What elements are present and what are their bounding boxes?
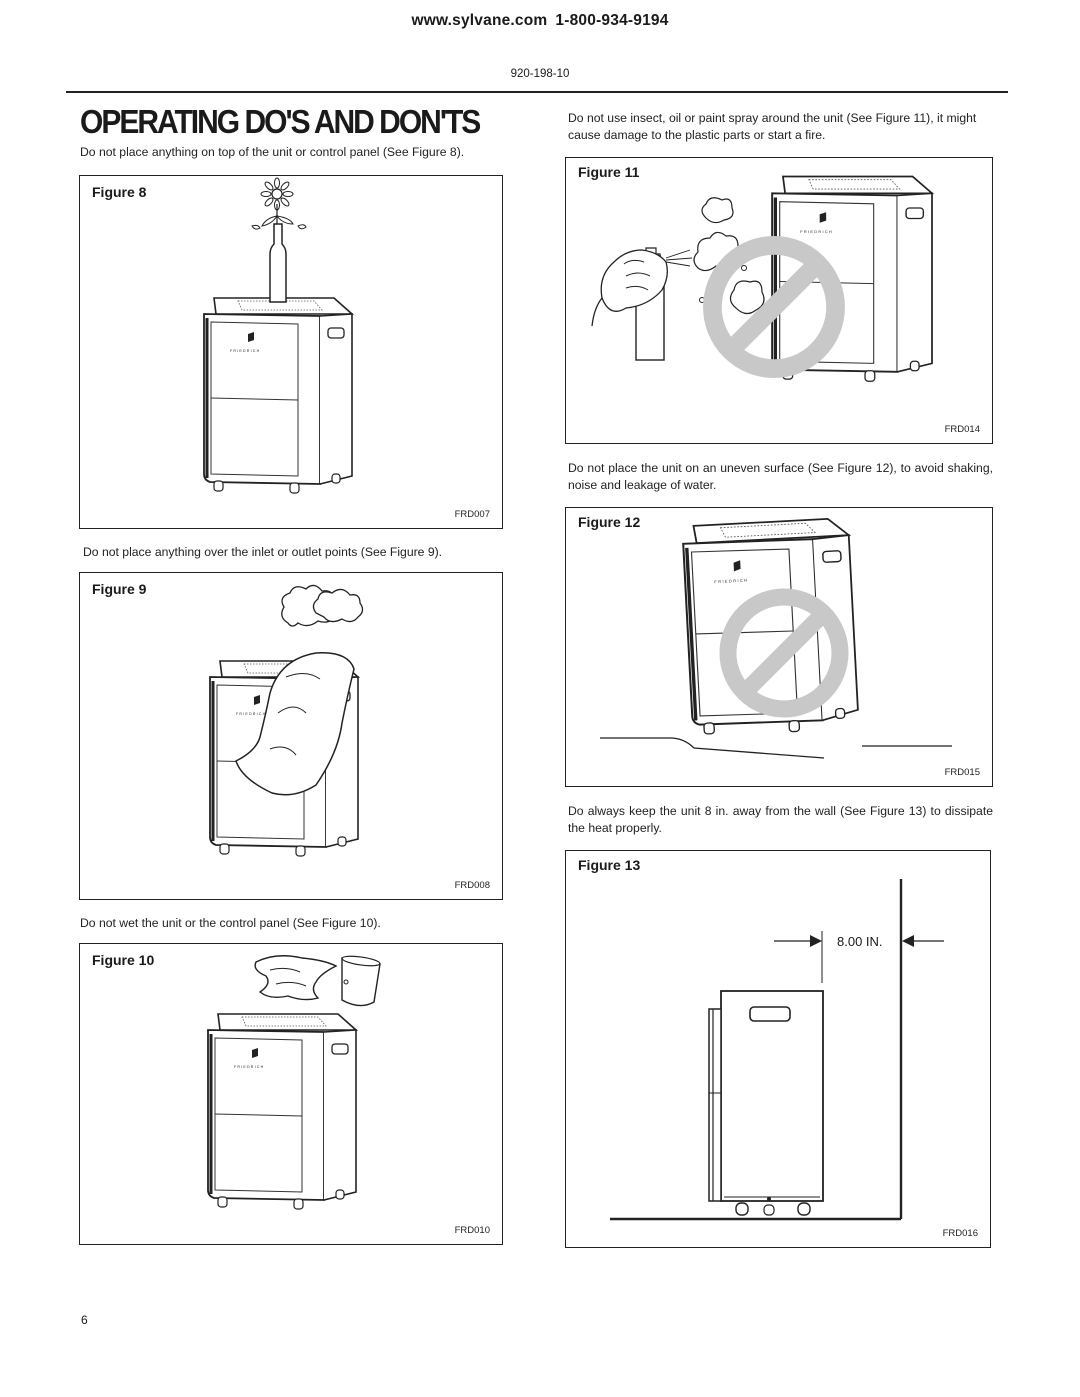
figure-9-code: FRD008 <box>454 880 490 891</box>
figure-11-code: FRD014 <box>944 424 980 435</box>
figure-10-code: FRD010 <box>454 1225 490 1236</box>
website-link[interactable]: www.sylvane.com <box>411 12 548 29</box>
figure-13-illustration <box>610 879 944 1221</box>
instruction-figure-9: Do not place anything over the inlet or … <box>83 545 443 559</box>
figure-13-box: Figure 13 8.00 IN. FRD016 <box>565 850 991 1248</box>
figure-10-label: Figure 10 <box>92 952 155 968</box>
figure-8-box: Figure 8 FRD007 <box>79 175 503 529</box>
figure-10-illustration <box>206 955 381 1211</box>
figure-9-box: Figure 9 FRD008 <box>79 572 503 900</box>
document-number: 920-198-10 <box>510 68 570 80</box>
figure-10-box: Figure 10 FRD010 <box>79 943 503 1245</box>
figure-13-label: Figure 13 <box>578 857 641 873</box>
figure-8-label: Figure 8 <box>92 184 147 200</box>
figure-8-illustration <box>202 177 354 495</box>
page-title: OPERATING DO'S AND DON'TS <box>80 104 481 141</box>
header-contact: www.sylvane.com 1-800-934-9194 <box>0 12 1080 30</box>
instruction-figure-10: Do not wet the unit or the control panel… <box>80 916 381 930</box>
clearance-dimension: 8.00 IN. <box>837 934 883 949</box>
figure-12-label: Figure 12 <box>578 514 641 530</box>
figure-11-illustration <box>591 174 934 383</box>
figure-11-box: Figure 11 FRD014 <box>565 157 993 444</box>
header-divider <box>66 91 1008 93</box>
figure-12-code: FRD015 <box>944 767 980 778</box>
figure-13-code: FRD016 <box>942 1228 978 1239</box>
figure-11-label: Figure 11 <box>578 164 640 180</box>
figure-9-illustration <box>208 584 364 858</box>
instruction-figure-13: Do always keep the unit 8 in. away from … <box>568 804 993 835</box>
figure-12-box: Figure 12 FRD015 <box>565 507 993 787</box>
figure-8-code: FRD007 <box>454 509 490 520</box>
instruction-figure-12: Do not place the unit on an uneven surfa… <box>568 461 993 492</box>
figure-12-illustration <box>600 516 952 759</box>
phone-number: 1-800-934-9194 <box>555 12 669 29</box>
figure-9-label: Figure 9 <box>92 581 147 597</box>
instruction-figure-8: Do not place anything on top of the unit… <box>80 145 465 159</box>
instruction-figure-11: Do not use insect, oil or paint spray ar… <box>568 111 977 142</box>
page-number: 6 <box>81 1313 88 1327</box>
